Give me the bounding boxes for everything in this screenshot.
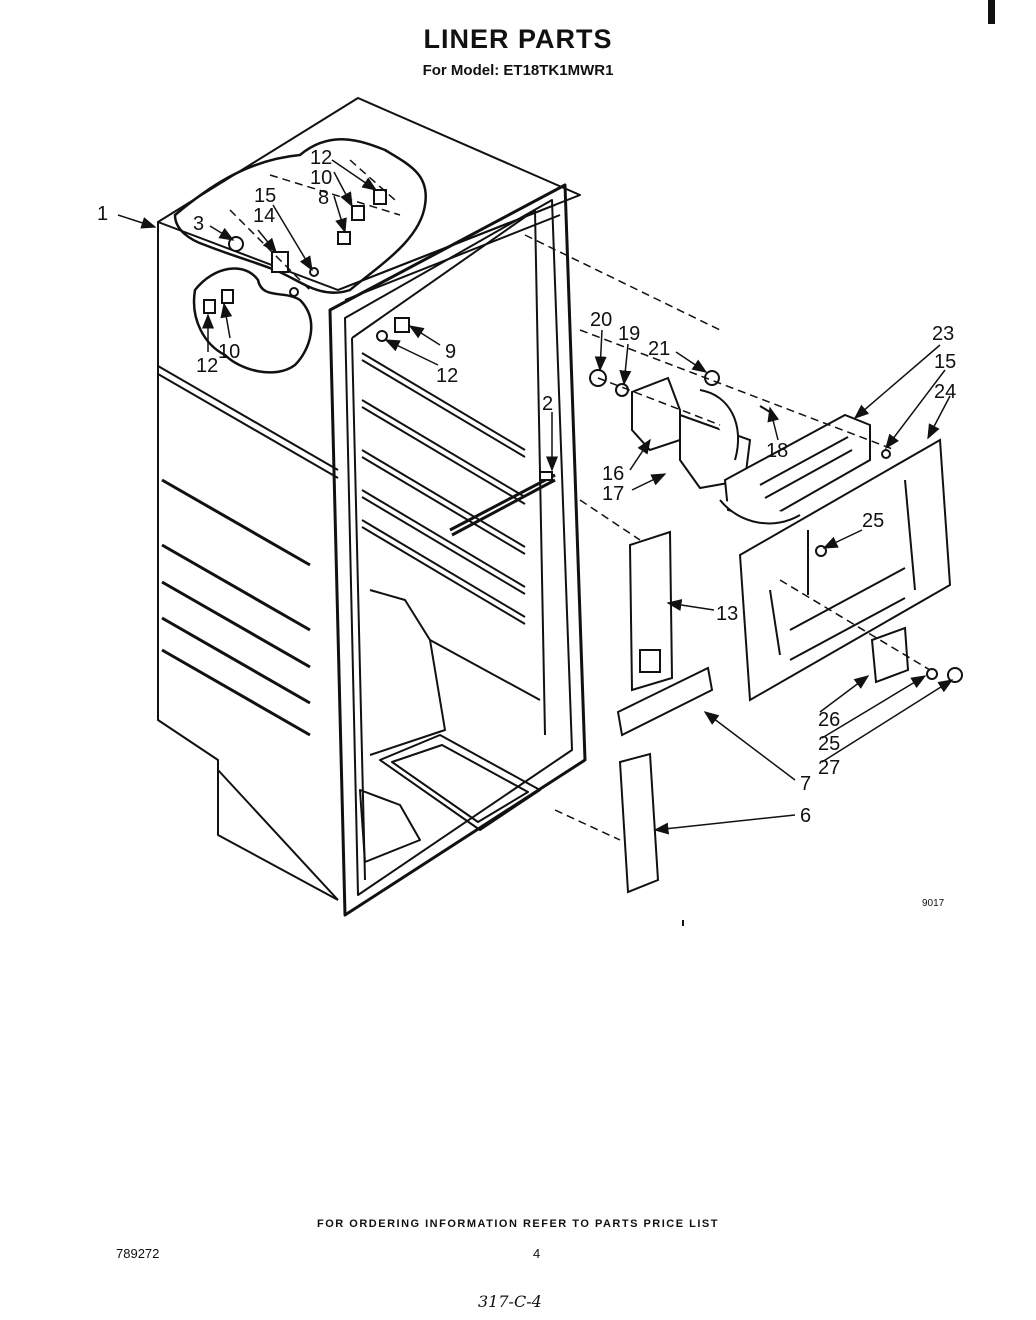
- callout-12-top: 12: [310, 147, 332, 169]
- page-title: LINER PARTS: [423, 24, 613, 54]
- callout-15-cover: 15: [934, 351, 956, 373]
- corner-registration-mark: [988, 0, 995, 24]
- document-number: 789272: [116, 1246, 160, 1261]
- bracket-26: [815, 449, 963, 684]
- callout-10-top: 10: [310, 167, 332, 189]
- callout-leaders: [117, 159, 954, 835]
- callout-25-lower: 25: [818, 733, 840, 755]
- small-components: [203, 189, 410, 342]
- callout-17: 17: [602, 483, 624, 505]
- callout-14: 14: [253, 205, 275, 227]
- figure-code: 9017: [922, 898, 945, 909]
- callout-20: 20: [590, 309, 612, 331]
- callout-12-shelf: 12: [436, 365, 458, 387]
- callout-19: 19: [618, 323, 640, 345]
- callout-6: 6: [800, 805, 811, 827]
- model-subtitle: For Model: ET18TK1MWR1: [422, 62, 614, 79]
- callout-12-side: 12: [196, 355, 218, 377]
- callout-7: 7: [800, 773, 811, 795]
- evaporator-cover: [719, 413, 871, 525]
- callout-13: 13: [716, 603, 738, 625]
- callout-10-side: 10: [218, 341, 240, 363]
- cutaway-detail: [173, 138, 428, 374]
- callout-16: 16: [602, 463, 624, 485]
- callout-23: 23: [932, 323, 954, 345]
- callout-21: 21: [648, 338, 670, 360]
- callout-15-top: 15: [254, 185, 276, 207]
- callout-27: 27: [818, 757, 840, 779]
- callout-2: 2: [542, 393, 553, 415]
- handwritten-code: 317-C-4: [478, 1292, 542, 1311]
- cabinet-liner: [157, 97, 587, 917]
- page-number: 4: [533, 1246, 541, 1261]
- callout-3: 3: [193, 213, 204, 235]
- callout-1: 1: [97, 203, 108, 225]
- ordering-note: FOR ORDERING INFORMATION REFER TO PARTS …: [317, 1218, 719, 1230]
- front-panels: [616, 530, 714, 894]
- callout-25-panel: 25: [862, 510, 884, 532]
- heater-wire: [449, 471, 556, 537]
- callout-8: 8: [318, 187, 329, 209]
- callout-9: 9: [445, 341, 456, 363]
- callout-18: 18: [766, 440, 788, 462]
- callout-24: 24: [934, 381, 956, 403]
- callout-26: 26: [818, 709, 840, 731]
- fan-motor-assembly: [589, 369, 771, 490]
- rear-panel: [738, 438, 952, 702]
